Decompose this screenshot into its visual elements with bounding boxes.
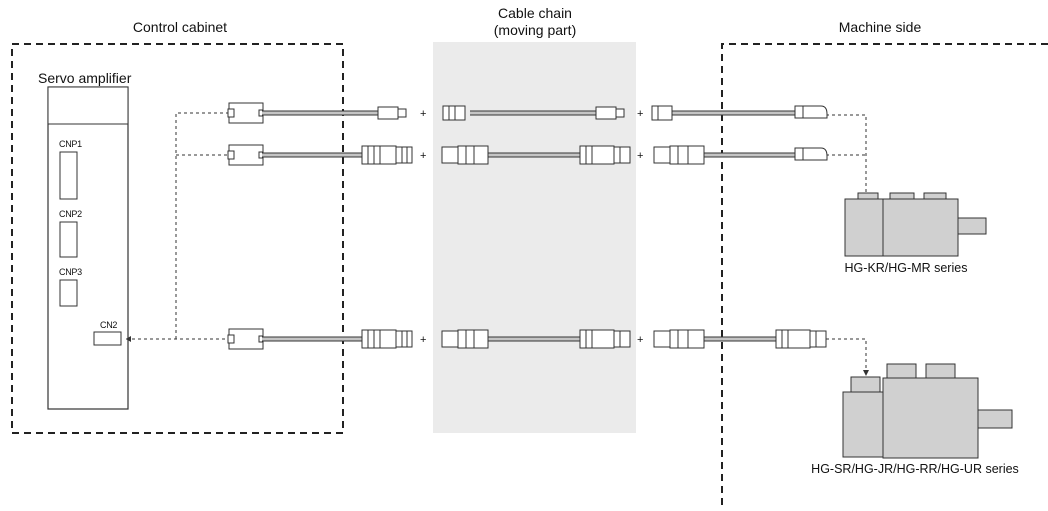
- joint-plus-1a: +: [420, 108, 427, 120]
- joint-plus-2a: +: [420, 150, 427, 162]
- cable-chain-label: Cable chain (moving part): [455, 5, 615, 39]
- cable-chain-zone: [433, 42, 636, 433]
- motor-large: [842, 363, 1013, 459]
- control-cabinet-label: Control cabinet: [132, 19, 228, 35]
- cn2-slot: [93, 331, 122, 346]
- motor-large-caption: HG-SR/HG-JR/HG-RR/HG-UR series: [811, 462, 1019, 476]
- cnp3-label: CNP3: [59, 267, 82, 277]
- joint-plus-1b: +: [637, 108, 644, 120]
- cnp2-label: CNP2: [59, 209, 82, 219]
- servo-amplifier-label: Servo amplifier: [38, 70, 132, 86]
- cnp3-slot: [59, 279, 78, 307]
- cn2-label: CN2: [100, 320, 118, 330]
- motor-small-caption: HG-KR/HG-MR series: [844, 261, 968, 275]
- cable-chain-subtitle: (moving part): [493, 22, 577, 38]
- joint-plus-3a: +: [420, 334, 427, 346]
- motor-small: [844, 192, 987, 257]
- joint-plus-3b: +: [637, 334, 644, 346]
- cable-chain-title: Cable chain: [498, 5, 572, 21]
- servo-amplifier: [47, 86, 129, 410]
- machine-side-boundary: [721, 43, 1048, 505]
- cnp1-slot: [59, 151, 78, 200]
- cable-row-1: [227, 102, 828, 124]
- cnp2-slot: [59, 221, 78, 258]
- cable-row-3: [227, 328, 827, 350]
- machine-side-label: Machine side: [838, 19, 922, 35]
- control-cabinet-boundary: [11, 43, 344, 434]
- cnp1-label: CNP1: [59, 139, 82, 149]
- cable-row-2: [227, 144, 828, 166]
- dashed-wiring: [126, 112, 867, 372]
- joint-plus-2b: +: [637, 150, 644, 162]
